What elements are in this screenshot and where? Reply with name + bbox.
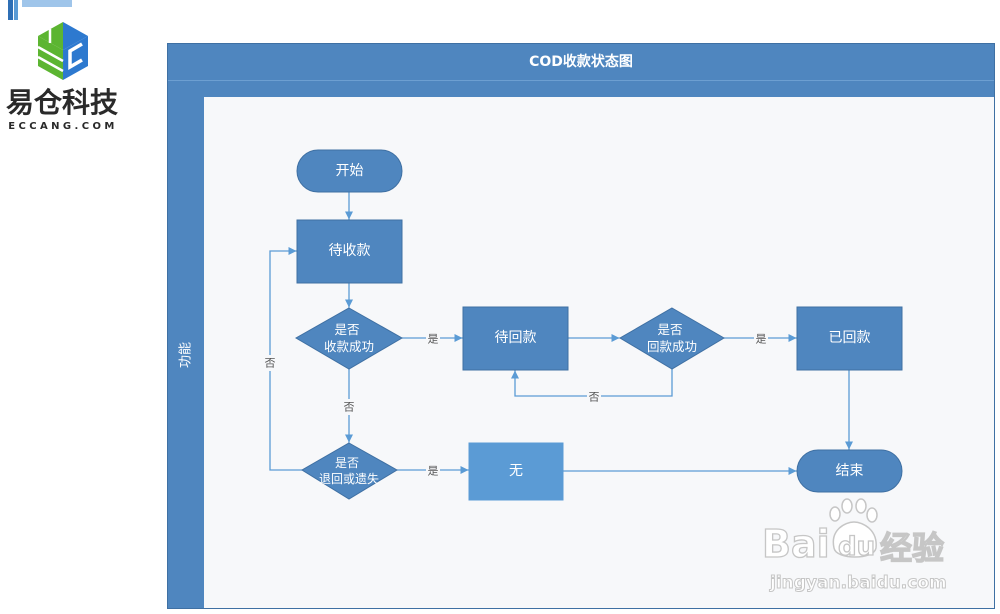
node-pending-collection-label: 待收款: [329, 243, 371, 259]
edge-label-collection-no: 否: [342, 399, 356, 415]
edge-label-text: 是: [428, 333, 439, 346]
logo-top-right-face: [63, 22, 88, 50]
node-none: 无: [468, 442, 564, 501]
edge-label-text: 否: [344, 401, 355, 414]
edge-label-text: 否: [589, 391, 600, 404]
node-end: 结束: [796, 449, 903, 493]
decision-returned-or-lost: 是否 退回或遗失: [301, 442, 398, 500]
logo-left-face: [38, 36, 63, 80]
node-start-label: 开始: [336, 163, 364, 179]
logo-stripe: [37, 55, 64, 73]
decision-collection-success-label: 是否 收款成功: [324, 322, 374, 354]
node-remitted: 已回款: [796, 306, 903, 371]
edge-label-returned-no: 否: [263, 355, 277, 371]
edge-label-text: 是: [428, 465, 439, 478]
diagram-title: COD收款状态图: [529, 53, 633, 70]
node-remitted-label: 已回款: [829, 330, 871, 346]
title-sub-bar: [167, 80, 995, 97]
edge-label-text: 是: [756, 333, 767, 346]
top-accent-bar-mid: [14, 0, 18, 20]
logo-domain-text: ECCANG.COM: [8, 121, 118, 132]
decision-label-line: 退回或遗失: [319, 471, 379, 486]
decision-label-line: 收款成功: [324, 339, 374, 354]
node-pending-remittance: 待回款: [462, 306, 569, 371]
edge-label-returned-yes: 是: [426, 463, 440, 479]
edge-label-collection-yes: 是: [426, 331, 440, 347]
node-none-label: 无: [509, 463, 523, 479]
edge-label-remittance-yes: 是: [754, 331, 768, 347]
logo-company-name: 易仓科技: [5, 86, 118, 119]
swimlane-label: 功能: [179, 342, 194, 368]
node-pending-remittance-label: 待回款: [495, 330, 537, 346]
decision-label-line: 回款成功: [647, 339, 697, 354]
decision-remittance-success: 是否 回款成功: [619, 307, 725, 370]
decision-collection-success: 是否 收款成功: [294, 307, 404, 370]
decision-label-line: 是否: [335, 456, 359, 470]
decision-returned-or-lost-label: 是否 退回或遗失: [319, 455, 379, 486]
title-bar: [167, 43, 995, 80]
node-start: 开始: [296, 149, 403, 193]
logo-c-mark: [68, 42, 83, 71]
eccang-cube-logo-icon: [37, 22, 88, 80]
decision-remittance-success-label: 是否 回款成功: [647, 322, 697, 354]
node-pending-collection: 待收款: [296, 219, 403, 284]
edge-label-text: 否: [265, 357, 276, 370]
logo-stripe: [37, 45, 64, 63]
edge-label-remittance-no: 否: [587, 389, 601, 405]
decision-label-line: 是否: [335, 322, 360, 337]
node-end-label: 结束: [836, 463, 864, 479]
decision-label-line: 是否: [658, 322, 683, 337]
swimlane-header: [167, 97, 204, 609]
top-accent-bar-light: [22, 0, 72, 7]
top-accent-bar-dark: [8, 0, 13, 20]
diagram-frame-border: [167, 43, 995, 609]
